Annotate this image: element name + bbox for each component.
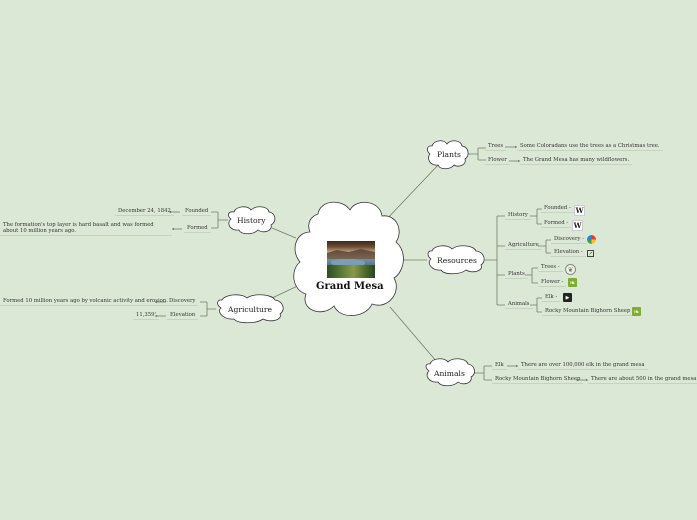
grand-mesa-photo <box>327 241 375 278</box>
branch-plants[interactable]: Plants <box>437 150 461 159</box>
connector-central-history <box>271 227 297 239</box>
res-history-topic[interactable]: History <box>505 212 531 220</box>
res-agri-elevation[interactable]: Elevation - <box>551 249 586 257</box>
plants-trees-detail[interactable]: Some Coloradans use the trees as a Chris… <box>517 143 663 151</box>
plants-flower-topic[interactable]: Flower <box>485 157 510 165</box>
connector-central-animals <box>389 306 438 363</box>
connector-history <box>211 211 228 229</box>
animals-elk-detail[interactable]: There are over 100,000 elk in the grand … <box>518 362 648 370</box>
leaf-icon[interactable]: ❧ <box>568 278 577 287</box>
res-history-founded[interactable]: Founded - <box>541 205 574 213</box>
branch-animals[interactable]: Animals <box>434 369 465 378</box>
res-plants-topic[interactable]: Plants <box>505 271 528 279</box>
history-cloud-shape <box>228 206 276 235</box>
history-founded-detail[interactable]: December 24, 1842 <box>115 208 174 216</box>
external-link-icon[interactable]: ↗ <box>587 250 594 257</box>
leaf-icon[interactable]: ❧ <box>632 307 641 316</box>
animals-cloud-shape <box>425 358 475 387</box>
connector-plants <box>467 147 486 161</box>
central-topic[interactable]: Grand Mesa <box>316 281 384 292</box>
connector-resources <box>485 215 505 306</box>
agri-elevation-detail[interactable]: 11,359' <box>133 312 159 320</box>
connector-animals <box>473 365 492 381</box>
res-animals-topic[interactable]: Animals <box>505 301 533 309</box>
plants-trees-topic[interactable]: Trees <box>485 143 507 151</box>
agriculture-cloud-shape <box>217 294 284 324</box>
wikipedia-icon[interactable]: W <box>574 205 585 216</box>
res-animals-elk[interactable]: Elk - <box>542 294 561 302</box>
wikipedia-icon[interactable]: W <box>572 220 583 231</box>
animals-sheep-detail[interactable]: There are about 500 in the grand mesa <box>588 376 697 384</box>
connector-res-animals <box>530 297 542 313</box>
agri-discovery-topic[interactable]: Discovery <box>166 298 199 306</box>
agri-discovery-detail[interactable]: Formed 10 million years ago by volcanic … <box>0 298 171 306</box>
connector-res-agriculture <box>538 239 551 254</box>
animals-sheep-topic[interactable]: Rocky Mountain Bighorn Sheep <box>492 376 584 384</box>
animals-elk-topic[interactable]: Elk <box>492 362 507 370</box>
res-plants-flower[interactable]: Flower - <box>538 279 567 287</box>
connector-agriculture <box>200 301 216 317</box>
branch-history[interactable]: History <box>237 216 266 225</box>
res-plants-trees[interactable]: Trees - <box>538 264 563 272</box>
colorful-logo-icon[interactable] <box>587 235 596 244</box>
res-agriculture-topic[interactable]: Agriculture <box>505 242 542 250</box>
res-agri-discovery[interactable]: Discovery - <box>551 236 587 244</box>
history-formed-detail[interactable]: The formation's top layer is hard basalt… <box>0 222 172 236</box>
video-icon[interactable]: ▶ <box>563 293 572 302</box>
history-formed-topic[interactable]: Formed <box>184 225 211 233</box>
res-history-formed[interactable]: Formed - <box>541 220 572 228</box>
tree-icon[interactable]: ❦ <box>565 264 576 275</box>
plants-flower-detail[interactable]: The Grand Mesa has many wildflowers. <box>520 157 633 165</box>
resources-cloud-shape <box>427 245 485 275</box>
history-founded-topic[interactable]: Founded <box>182 208 212 216</box>
branch-agriculture[interactable]: Agriculture <box>228 305 273 314</box>
res-animals-sheep[interactable]: Rocky Mountain Bighorn Sheep - <box>542 308 637 316</box>
connector-res-plants <box>525 267 538 284</box>
branch-resources[interactable]: Resources <box>437 256 477 265</box>
connector-central-plants <box>383 162 441 223</box>
plants-cloud-shape <box>426 140 469 170</box>
connector-res-history <box>530 208 542 225</box>
agri-elevation-topic[interactable]: Elevation <box>167 312 199 320</box>
